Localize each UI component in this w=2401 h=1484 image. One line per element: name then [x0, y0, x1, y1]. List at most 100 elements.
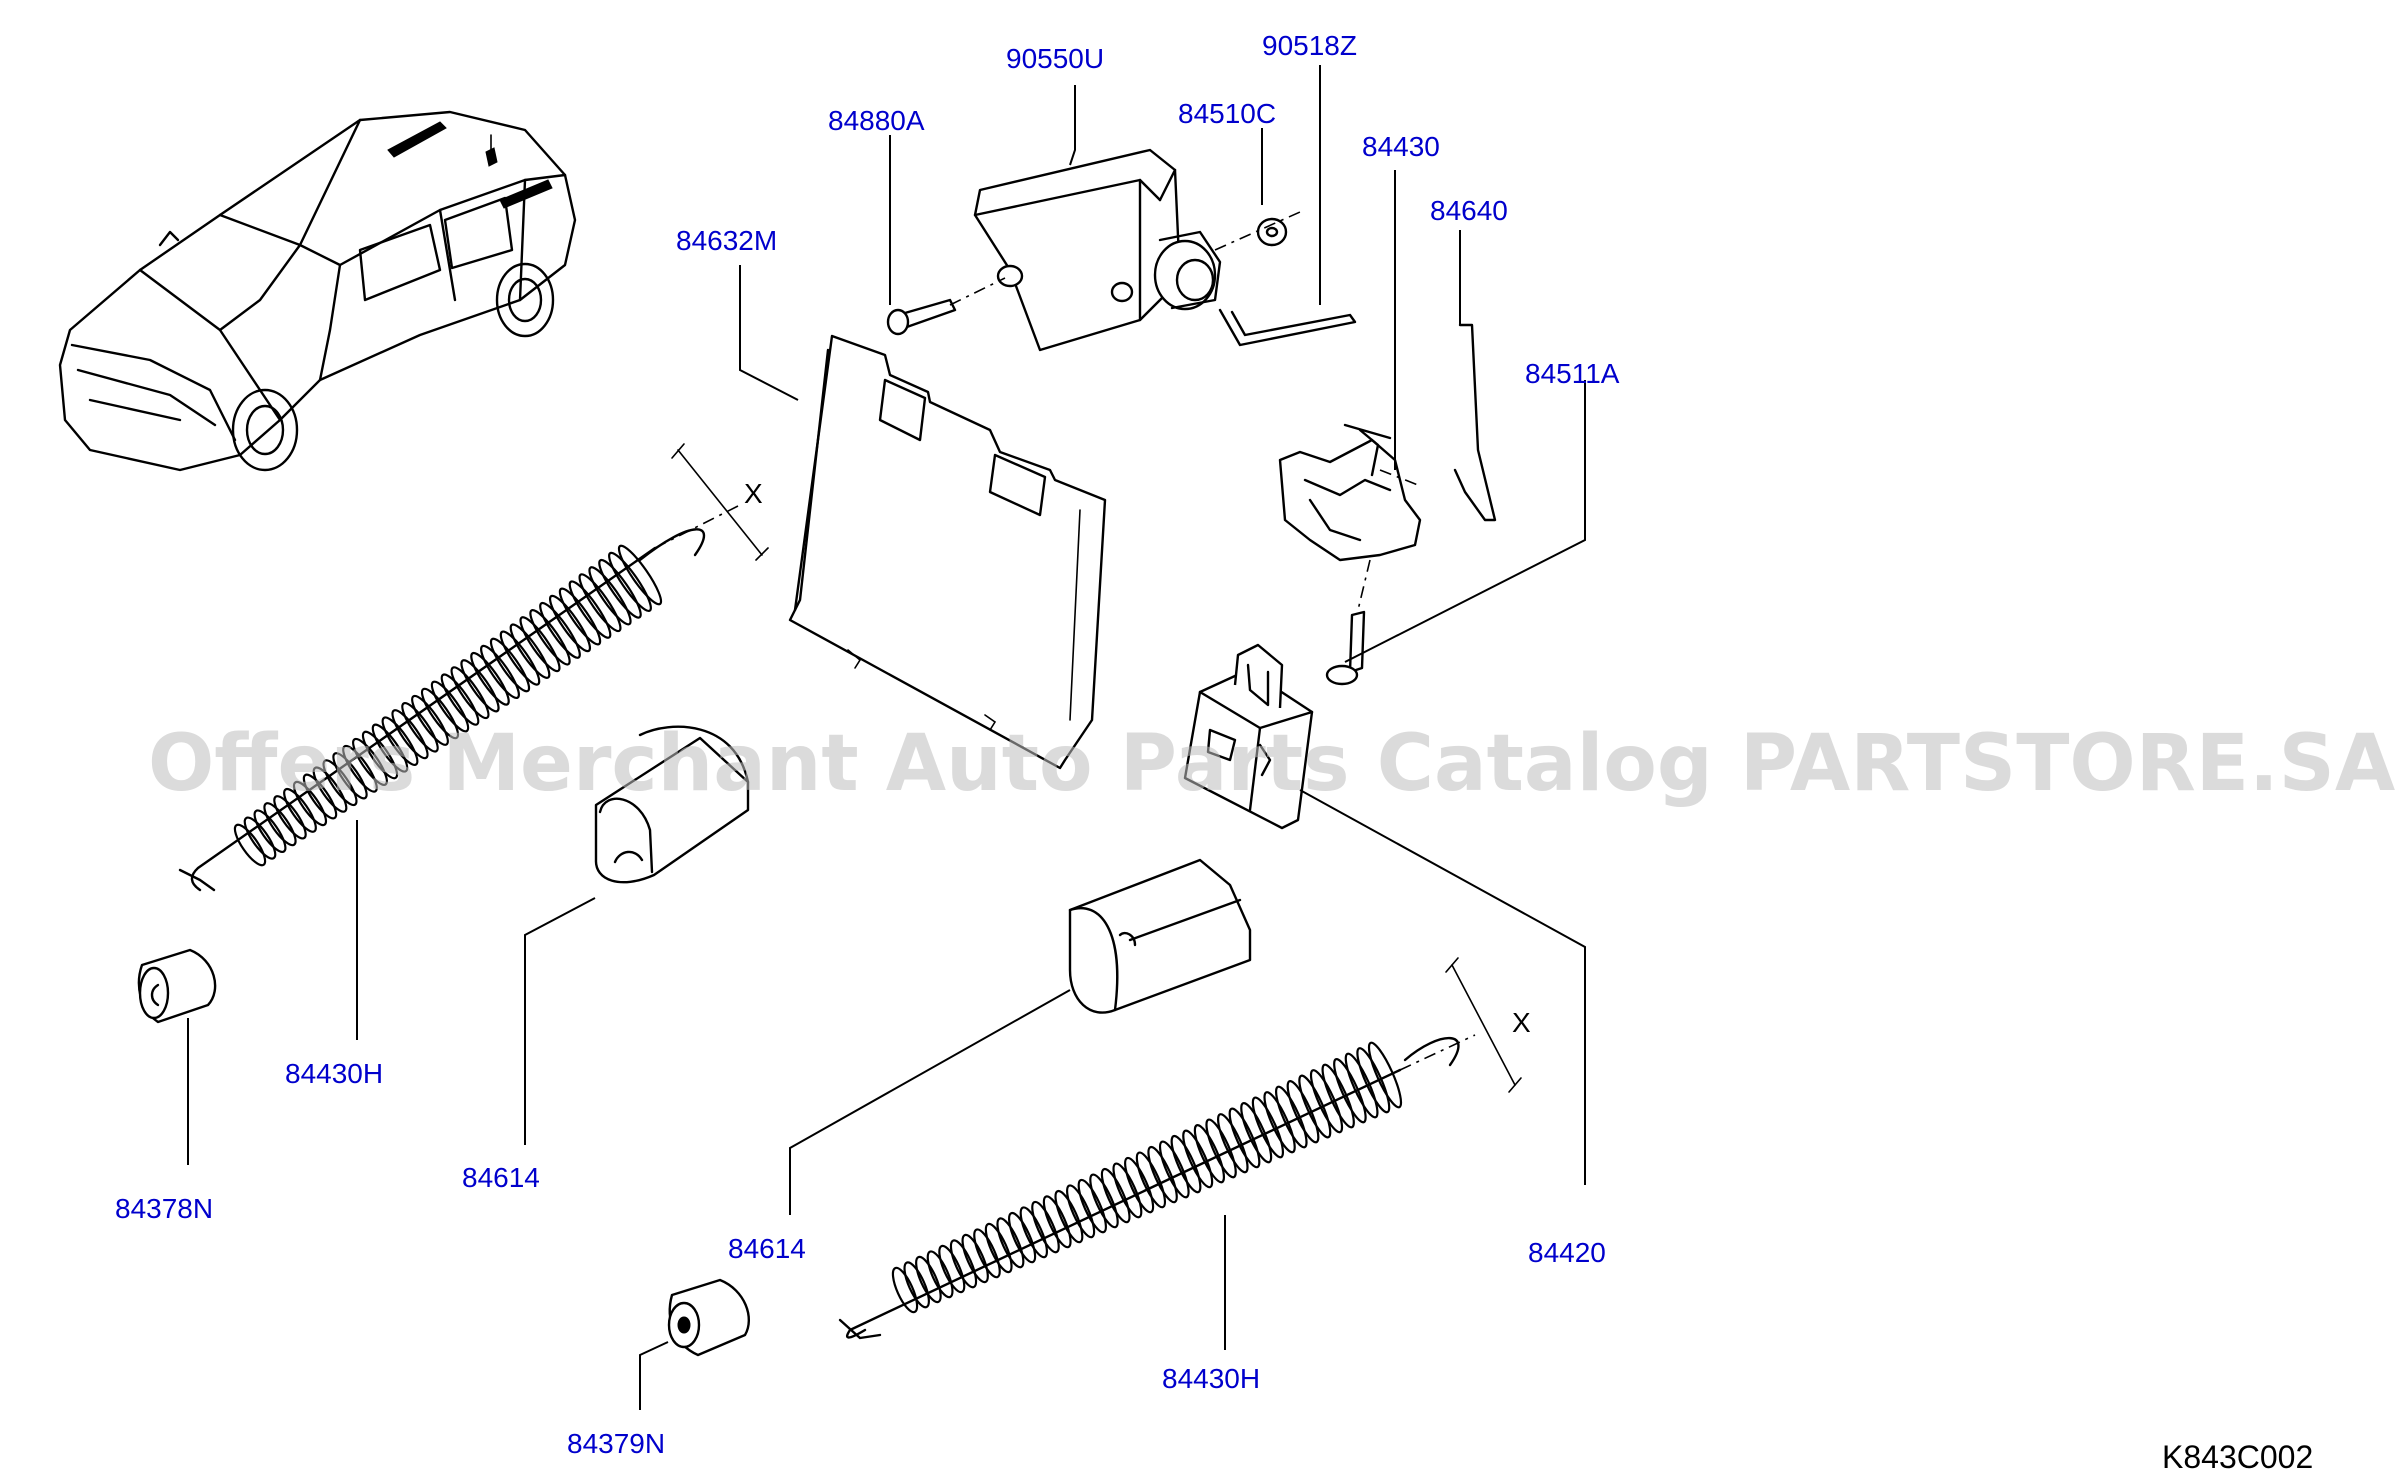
fuel-flap-actuator-illustration: [973, 148, 1301, 352]
spring-coil: [973, 1228, 1001, 1279]
spring-coil: [1054, 1189, 1084, 1244]
part-label-84614-upper[interactable]: 84614: [462, 1162, 540, 1193]
spring-coil: [996, 1217, 1025, 1269]
part-label-90550u[interactable]: 90550U: [1006, 43, 1104, 74]
spring-coil: [243, 816, 277, 860]
spring-coil: [253, 809, 287, 853]
vehicle-overview-illustration: [58, 110, 577, 472]
spring-coil: [1298, 1074, 1332, 1139]
spring-coil: [450, 666, 490, 720]
spring-coil: [391, 709, 429, 760]
spring-coil: [1344, 1052, 1379, 1119]
spring-coil: [332, 752, 368, 800]
spring-coil: [938, 1244, 966, 1294]
spring-coil: [1263, 1091, 1296, 1154]
spring-coil: [480, 644, 520, 700]
spring-coil: [1124, 1156, 1155, 1214]
sleeve-84614-upper-illustration: [594, 725, 750, 884]
part-label-84430h-lower[interactable]: 84430H: [1162, 1363, 1260, 1394]
spring-coil: [273, 795, 307, 840]
spring-coil: [949, 1239, 978, 1289]
part-label-84378n[interactable]: 84378N: [115, 1193, 213, 1224]
spring-coil: [411, 694, 449, 746]
spring-84430h-upper-illustration: [178, 443, 769, 892]
part-labels: 90550U 90518Z 84880A 84510C 84430 84640 …: [115, 30, 1620, 1459]
part-label-90518z[interactable]: 90518Z: [1262, 30, 1357, 61]
spring-84430h-lower-illustration: [838, 957, 1522, 1340]
spring-coil: [1077, 1178, 1107, 1234]
part-label-84511a[interactable]: 84511A: [1525, 358, 1620, 389]
dimension-x-upper: X: [744, 478, 763, 509]
spring-coil: [1089, 1173, 1119, 1229]
part-label-84430h-upper[interactable]: 84430H: [285, 1058, 383, 1089]
spring-coil: [352, 737, 388, 786]
spring-coil: [961, 1233, 989, 1284]
spring-coil: [283, 787, 317, 833]
spring-coil: [460, 659, 500, 713]
spring-coil: [1112, 1162, 1143, 1219]
leader-lines: [187, 65, 1586, 1410]
spring-coil: [1135, 1151, 1167, 1209]
part-label-84640[interactable]: 84640: [1430, 195, 1508, 226]
spring-coil: [1356, 1047, 1391, 1114]
spring-coil: [1100, 1167, 1131, 1224]
spring-coil: [430, 680, 470, 733]
spring-coil: [598, 558, 642, 619]
spring-coil: [1367, 1041, 1403, 1109]
part-label-84379n[interactable]: 84379N: [567, 1428, 665, 1459]
spring-coil: [1217, 1113, 1249, 1174]
spring-coil: [312, 766, 348, 813]
spring-coil: [1019, 1206, 1048, 1259]
part-label-84880a[interactable]: 84880A: [828, 105, 925, 136]
spring-coil: [1031, 1200, 1060, 1254]
spring-coil: [915, 1255, 942, 1304]
spring-coil: [263, 802, 297, 847]
bushing-84379n-illustration: [667, 1278, 750, 1357]
screw-84511a-illustration: [1325, 610, 1366, 686]
part-label-84614-lower[interactable]: 84614: [728, 1233, 806, 1264]
spring-coil: [617, 544, 663, 606]
spring-coil: [1193, 1124, 1226, 1184]
part-label-84430[interactable]: 84430: [1362, 131, 1440, 162]
part-label-84420[interactable]: 84420: [1528, 1237, 1606, 1268]
spring-coil: [470, 651, 510, 706]
spring-coil: [891, 1266, 919, 1314]
spring-coil: [401, 702, 439, 753]
spring-coil: [489, 637, 531, 693]
rod-90518z-illustration: [1218, 308, 1357, 347]
part-label-84510c[interactable]: 84510C: [1178, 98, 1276, 129]
spring-coil: [903, 1261, 930, 1309]
spring-coil: [568, 580, 612, 639]
rod-84640-illustration: [1453, 323, 1497, 522]
spring-coil: [1333, 1058, 1367, 1124]
spring-coil: [1066, 1184, 1096, 1239]
spring-coil: [233, 823, 267, 867]
spring-coil: [1205, 1118, 1237, 1179]
fuel-filler-lid-illustration: [788, 334, 1107, 770]
spring-coil: [1228, 1107, 1261, 1169]
spring-coils-upper: [233, 544, 663, 867]
spring-coil: [381, 716, 419, 766]
spring-coil: [1147, 1145, 1178, 1204]
spring-coil: [420, 687, 460, 740]
spring-coil: [1251, 1096, 1285, 1159]
spring-coil: [1275, 1085, 1308, 1149]
spring-coil: [1008, 1211, 1037, 1264]
spring-coil: [509, 623, 551, 679]
bushing-84378n-illustration: [137, 948, 217, 1024]
spring-coil: [539, 601, 581, 659]
spring-coil: [926, 1250, 954, 1299]
spring-coil: [499, 630, 541, 686]
spring-coil: [361, 730, 399, 780]
spring-coil: [984, 1222, 1013, 1274]
spring-coil: [440, 673, 480, 726]
spring-coil: [292, 780, 328, 827]
spring-coil: [578, 573, 622, 633]
watermark-text: Offers Merchant Auto Parts Catalog PARTS…: [148, 719, 2395, 809]
spring-coil: [529, 609, 571, 666]
spring-coil: [1286, 1080, 1320, 1144]
part-label-84632m[interactable]: 84632M: [676, 225, 777, 256]
spring-coil: [1240, 1102, 1273, 1164]
spring-coil: [1309, 1069, 1344, 1134]
